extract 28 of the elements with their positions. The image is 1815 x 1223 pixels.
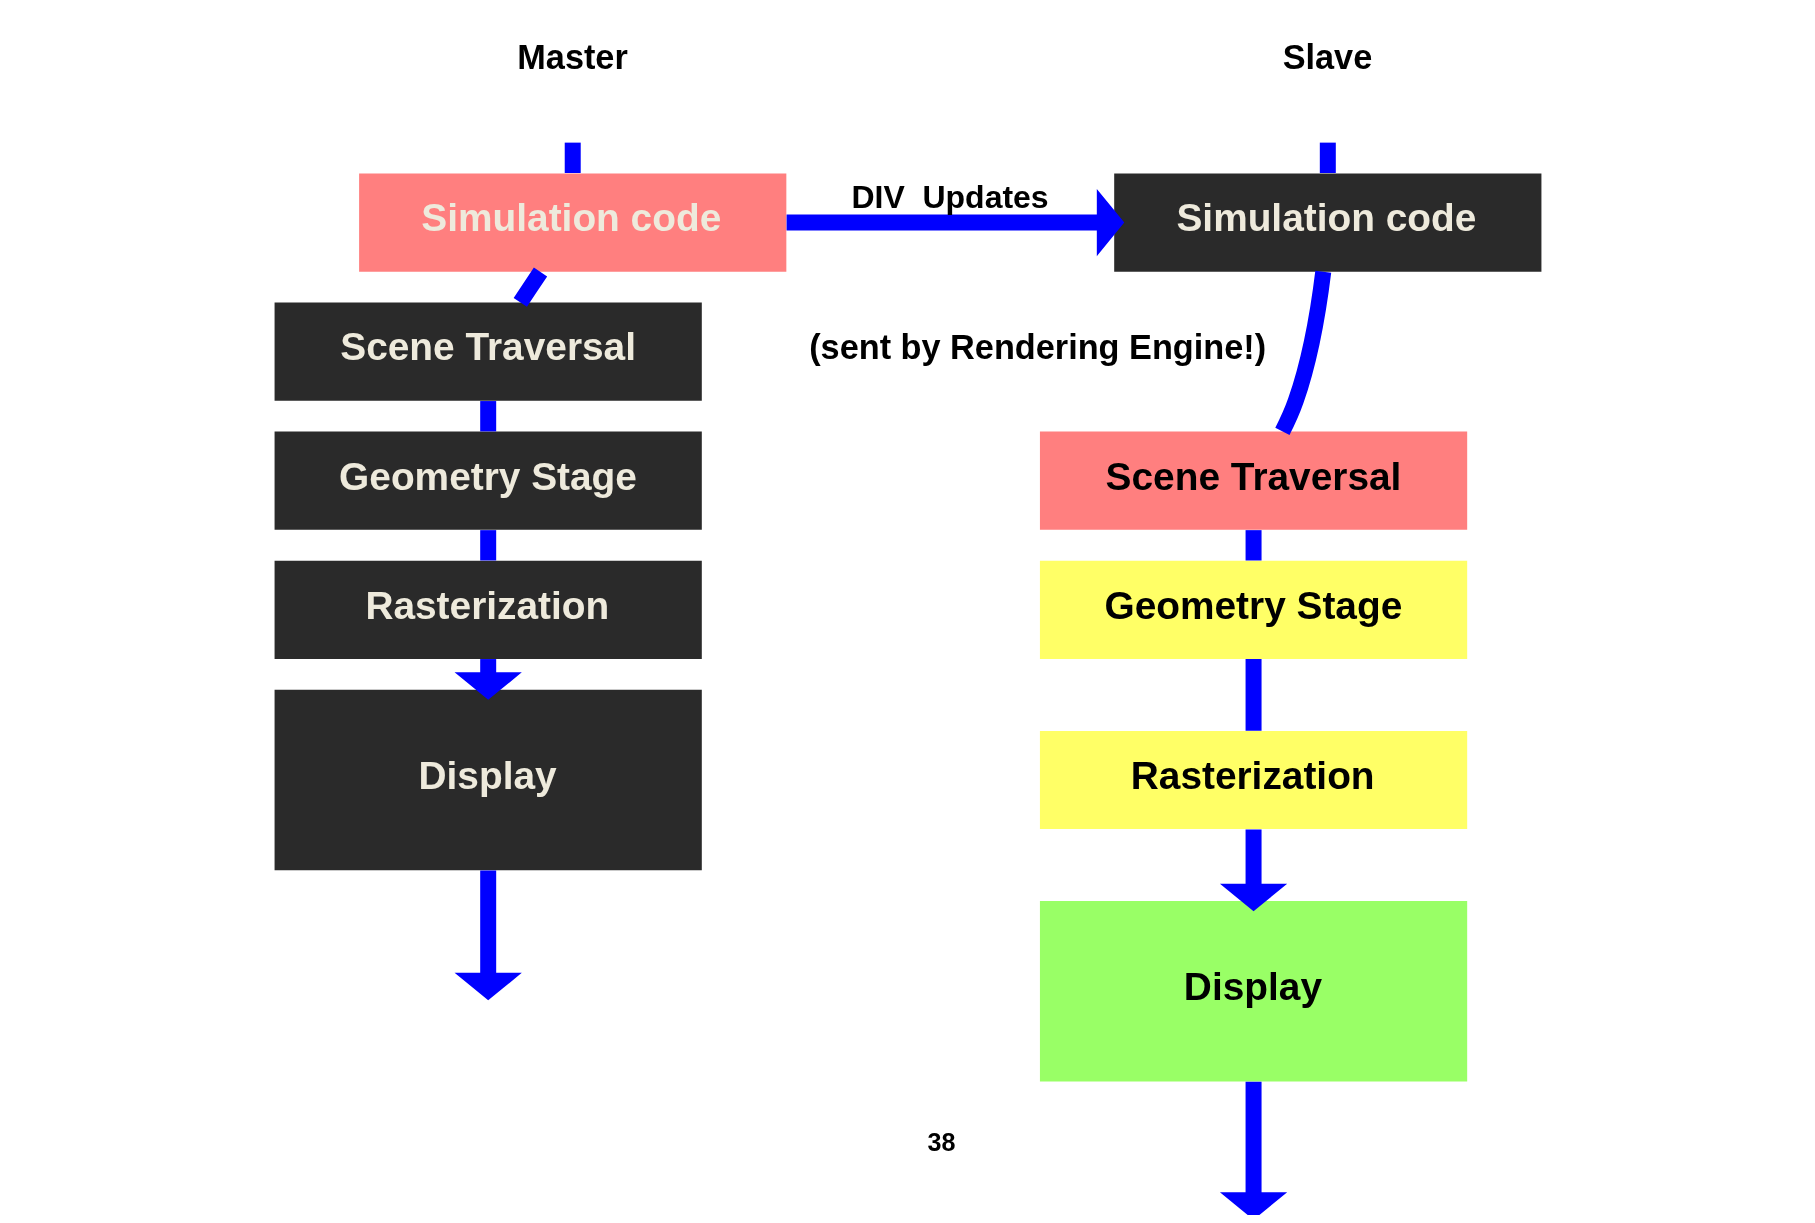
label: 38 <box>926 1127 955 1156</box>
node-box: Scene Traversal <box>1039 431 1467 530</box>
arrow <box>454 659 522 700</box>
node-box: Simulation code <box>358 173 786 272</box>
arrow <box>454 870 522 1001</box>
connector <box>1319 142 1336 173</box>
connector <box>564 142 581 173</box>
arrow <box>1219 829 1287 912</box>
node-box: Geometry Stage <box>274 431 702 530</box>
node-box: Geometry Stage <box>1039 560 1467 659</box>
node-box: Simulation code <box>1113 173 1541 272</box>
connector <box>479 530 496 561</box>
connector <box>1274 270 1331 436</box>
node-box: Rasterization <box>274 560 702 659</box>
node-box: Display <box>274 689 702 871</box>
arrow <box>786 188 1124 257</box>
label: (sent by Rendering Engine!) <box>808 328 1266 367</box>
edge-label: DIV Updates <box>850 179 1049 216</box>
arrow <box>1219 1081 1287 1215</box>
connector <box>1245 659 1262 731</box>
connector <box>479 401 496 432</box>
connector <box>1245 530 1262 561</box>
node-box: Display <box>1039 901 1467 1082</box>
label: Slave <box>1282 38 1372 77</box>
label: Master <box>516 38 628 77</box>
connector <box>513 267 547 307</box>
node-box: Scene Traversal <box>274 302 702 401</box>
node-box: Rasterization <box>1039 730 1467 830</box>
